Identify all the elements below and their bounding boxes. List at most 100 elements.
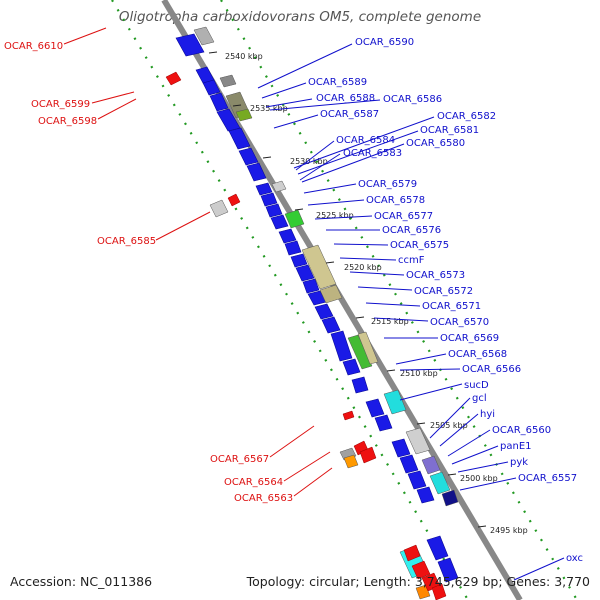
gene-label: OCAR_6572 xyxy=(414,286,473,297)
gene-label: oxc xyxy=(566,553,583,564)
gene-label: OCAR_6598 xyxy=(38,116,97,127)
tick-mark xyxy=(294,208,304,211)
gene-arrow xyxy=(342,410,355,421)
gene-label: OCAR_6582 xyxy=(437,111,496,122)
gene-label: OCAR_6573 xyxy=(406,270,465,281)
tick-mark xyxy=(386,369,396,372)
reverse-special-blocks xyxy=(209,199,359,469)
label-leader-line xyxy=(295,140,335,171)
green-block xyxy=(347,334,373,370)
gene-arrow xyxy=(351,376,369,394)
gene-arrow xyxy=(411,560,431,580)
gene-arrow xyxy=(391,438,411,458)
gene-label: OCAR_6567 xyxy=(210,454,269,465)
gene-label: OCAR_6586 xyxy=(383,94,442,105)
gene-label: OCAR_6585 xyxy=(97,236,156,247)
gene-label: ccmF xyxy=(398,255,425,266)
label-leader-line xyxy=(439,413,479,447)
cyan-block xyxy=(383,389,407,415)
label-leader-line xyxy=(301,143,405,183)
label-leader-line xyxy=(299,153,341,181)
gene-label: gcl xyxy=(472,393,487,404)
orange-block xyxy=(415,584,431,600)
reverse-gene-track xyxy=(165,71,447,600)
gene-arrow xyxy=(302,278,320,294)
gene-arrow xyxy=(314,303,334,320)
gene-label: OCAR_6584 xyxy=(336,135,395,146)
label-leader-line xyxy=(513,557,565,581)
label-leader-line xyxy=(451,445,499,465)
label-leader-line xyxy=(333,243,389,246)
olive-block xyxy=(357,331,379,365)
tick-mark xyxy=(262,156,272,159)
gene-label: OCAR_6570 xyxy=(430,317,489,328)
gene-arrow xyxy=(359,446,377,464)
label-leader-line xyxy=(297,130,419,175)
gene-label: hyi xyxy=(480,409,495,420)
gene-label: OCAR_6583 xyxy=(343,148,402,159)
gene-arrow xyxy=(295,264,315,282)
tick-mark xyxy=(232,104,242,107)
tick-label: 2525 kbp xyxy=(316,211,354,220)
tick-mark xyxy=(208,51,218,54)
tick-label: 2520 kbp xyxy=(344,263,382,272)
label-leader-line xyxy=(257,43,353,89)
reverse-leader-lines xyxy=(63,27,333,497)
gene-label: OCAR_6563 xyxy=(234,493,293,504)
gene-arrow xyxy=(260,192,278,207)
gene-arrow xyxy=(246,162,267,182)
label-leader-line xyxy=(457,461,509,473)
gene-label: OCAR_6579 xyxy=(358,179,417,190)
gene-arrow xyxy=(431,583,447,600)
gene-label: OCAR_6564 xyxy=(224,477,283,488)
label-leader-line xyxy=(365,302,421,307)
topology-text: Topology: circular; Length: 3,745,629 bp… xyxy=(246,574,590,589)
position-tick-marks xyxy=(208,51,487,528)
tick-label: 2495 kbp xyxy=(490,526,528,535)
gene-arrow xyxy=(290,253,308,268)
gene-label: OCAR_6571 xyxy=(422,301,481,312)
grey-block xyxy=(219,74,237,88)
gene-arrow xyxy=(342,358,361,376)
gene-arrow xyxy=(270,214,289,230)
gene-label: sucD xyxy=(464,380,489,391)
gene-label: OCAR_6587 xyxy=(320,109,379,120)
label-leader-line xyxy=(459,477,517,491)
tick-mark xyxy=(416,422,426,425)
gene-label: OCAR_6590 xyxy=(355,37,414,48)
reverse-gene-labels: OCAR_6610 OCAR_6599 OCAR_6598 OCAR_6585 … xyxy=(4,41,293,504)
special-gene-blocks xyxy=(193,26,459,600)
label-leader-line xyxy=(265,98,313,108)
gene-arrow xyxy=(165,71,182,86)
label-leader-line xyxy=(273,114,319,129)
gene-arrow xyxy=(238,147,259,166)
gene-label: OCAR_6566 xyxy=(462,364,521,375)
gene-arrow xyxy=(228,127,251,150)
green-block xyxy=(284,209,305,229)
gene-arrow xyxy=(365,398,385,418)
gene-arrow xyxy=(321,316,341,334)
gene-arrow xyxy=(374,414,393,432)
gene-arrow xyxy=(265,203,283,218)
olive-block xyxy=(319,284,343,304)
label-leader-line xyxy=(339,257,397,261)
gene-arrow xyxy=(437,557,459,583)
label-leader-line xyxy=(293,467,333,497)
label-leader-line xyxy=(399,368,461,371)
grey-block xyxy=(271,180,287,193)
gene-arrow xyxy=(284,240,302,256)
tick-label: 2515 kbp xyxy=(371,317,409,326)
label-leader-line xyxy=(97,98,137,120)
label-leader-line xyxy=(349,271,405,276)
label-leader-line xyxy=(293,116,435,169)
gene-arrow xyxy=(330,330,353,362)
label-leader-line xyxy=(283,451,331,482)
tick-mark xyxy=(355,316,365,319)
forward-gene-track xyxy=(175,33,459,583)
label-leader-line xyxy=(314,215,373,220)
label-leader-line xyxy=(357,286,413,291)
gene-arrow xyxy=(209,92,229,112)
gene-label: pyk xyxy=(510,457,528,468)
gene-label: OCAR_6560 xyxy=(492,425,551,436)
